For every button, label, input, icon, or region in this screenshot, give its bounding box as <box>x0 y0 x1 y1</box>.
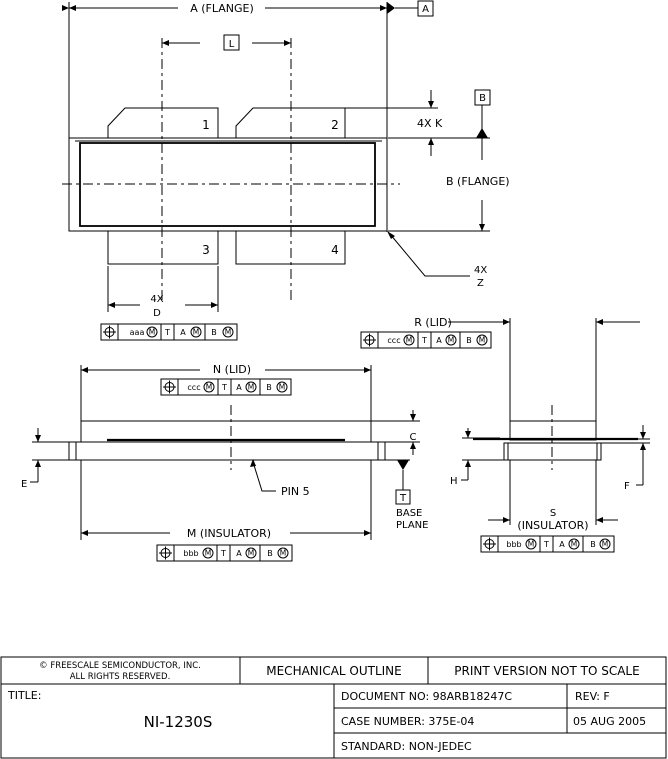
fcf-ccc-mid-tol: ccc <box>187 383 200 392</box>
fcf-aaa-datum-b: B <box>211 328 217 337</box>
fcf-bbb-mid-tol: bbb <box>183 549 198 558</box>
fcf-ccc-mid <box>160 378 292 396</box>
dim-h: H <box>450 476 458 487</box>
fcf-ccc-mid-datum-t: T <box>221 383 227 392</box>
dim-m-insulator: M (INSULATOR) <box>187 527 271 540</box>
dim-z-count: 4X <box>474 265 487 276</box>
dim-k: 4X K <box>417 117 443 130</box>
base-label: BASE <box>396 508 422 519</box>
fcf-bbb-right-m2: M <box>571 540 577 549</box>
dim-s-insulator: (INSULATOR) <box>517 519 588 532</box>
dim-c: C <box>410 432 417 443</box>
title-block <box>0 656 667 759</box>
standard: STANDARD: NON-JEDEC <box>341 740 472 753</box>
datum-b-triangle <box>476 128 488 138</box>
fcf-ccc-mid-m3: M <box>279 383 285 392</box>
case-number: CASE NUMBER: 375E-04 <box>341 715 474 728</box>
fcf-aaa-datum-t: T <box>164 328 170 337</box>
fcf-ccc-top-m1: M <box>406 336 412 345</box>
datum-a-triangle <box>387 2 395 14</box>
fcf-bbb-right-datum-t: T <box>543 540 549 549</box>
fcf-aaa-m3: M <box>225 328 231 337</box>
mechanical-outline-label: MECHANICAL OUTLINE <box>266 664 402 678</box>
title-value: NI-1230S <box>144 713 213 731</box>
datum-t-box <box>395 489 411 505</box>
lead-2 <box>235 107 346 138</box>
lid-outline <box>79 142 376 227</box>
end-view <box>448 318 650 525</box>
datum-t-label: T <box>399 493 407 504</box>
l-box <box>223 34 240 51</box>
fcf-bbb-mid-m2: M <box>248 549 254 558</box>
pin-2-label: 2 <box>331 118 339 132</box>
dim-z: Z <box>477 278 484 289</box>
revision: REV: F <box>575 690 610 703</box>
fcf-bbb-right-tol: bbb <box>506 540 521 549</box>
fcf-bbb-mid-datum-a: A <box>236 549 242 558</box>
dim-s: S <box>550 508 556 519</box>
fcf-ccc-top-datum-t: T <box>421 336 427 345</box>
fcf-ccc-top-m2: M <box>448 336 454 345</box>
fcf-ccc-top <box>360 331 492 349</box>
pin-4-label: 4 <box>331 243 339 257</box>
fcf-bbb-mid-m3: M <box>280 549 286 558</box>
fcf-bbb-mid-m1: M <box>205 549 211 558</box>
dim-n-lid: N (LID) <box>213 363 251 376</box>
fcf-aaa-datum-a: A <box>180 328 186 337</box>
fcf-bbb-mid <box>156 544 293 562</box>
side-view <box>30 365 420 540</box>
top-view <box>62 0 491 312</box>
dim-e: E <box>21 479 27 490</box>
fcf-ccc-top-m3: M <box>479 336 485 345</box>
plane-label: PLANE <box>396 520 428 531</box>
lid-side <box>80 420 372 443</box>
fcf-ccc-top-tol: ccc <box>387 336 400 345</box>
fcf-aaa-tol: aaa <box>130 328 145 337</box>
fcf-bbb-right-m3: M <box>602 540 608 549</box>
datum-a-label: A <box>422 4 429 15</box>
fcf-ccc-mid-datum-a: A <box>236 383 242 392</box>
dim-b-flange: B (FLANGE) <box>446 175 510 188</box>
datum-b-label: B <box>479 93 486 104</box>
document-number: DOCUMENT NO: 98ARB18247C <box>341 690 512 703</box>
fcf-bbb-mid-datum-b: B <box>267 549 273 558</box>
dim-d-count: 4X <box>150 294 163 305</box>
fcf-ccc-top-datum-b: B <box>466 336 472 345</box>
copyright-line-2: ALL RIGHTS RESERVED. <box>70 672 171 682</box>
dim-f: F <box>624 481 630 492</box>
pin-1-label: 1 <box>202 118 210 132</box>
lead-1 <box>107 107 219 138</box>
dim-a-flange: A (FLANGE) <box>190 2 254 15</box>
date: 05 AUG 2005 <box>573 715 646 728</box>
fcf-aaa <box>100 323 238 341</box>
fcf-ccc-mid-m2: M <box>248 383 254 392</box>
fcf-bbb-right-datum-a: A <box>559 540 565 549</box>
datum-a-box <box>417 0 434 17</box>
lead-3 <box>107 231 219 265</box>
title-label: TITLE: <box>7 689 41 702</box>
fcf-ccc-mid-m1: M <box>206 383 212 392</box>
fcf-ccc-mid-datum-b: B <box>266 383 272 392</box>
fcf-bbb-mid-datum-t: T <box>220 549 226 558</box>
lid-end <box>509 420 597 441</box>
pin-3-label: 3 <box>202 243 210 257</box>
fcf-aaa-m2: M <box>193 328 199 337</box>
copyright-line-1: © FREESCALE SEMICONDUCTOR, INC. <box>39 661 201 671</box>
pin-5-label: PIN 5 <box>281 485 310 498</box>
dim-r-lid: R (LID) <box>414 316 452 329</box>
print-version-label: PRINT VERSION NOT TO SCALE <box>454 664 639 678</box>
dim-l: L <box>229 39 235 50</box>
fcf-aaa-m1: M <box>149 328 155 337</box>
fcf-bbb-right <box>480 535 615 553</box>
fcf-bbb-right-m1: M <box>528 540 534 549</box>
dim-d: D <box>153 308 161 319</box>
fcf-ccc-top-datum-a: A <box>436 336 442 345</box>
flange-side <box>68 441 386 461</box>
fcf-bbb-right-datum-b: B <box>590 540 596 549</box>
